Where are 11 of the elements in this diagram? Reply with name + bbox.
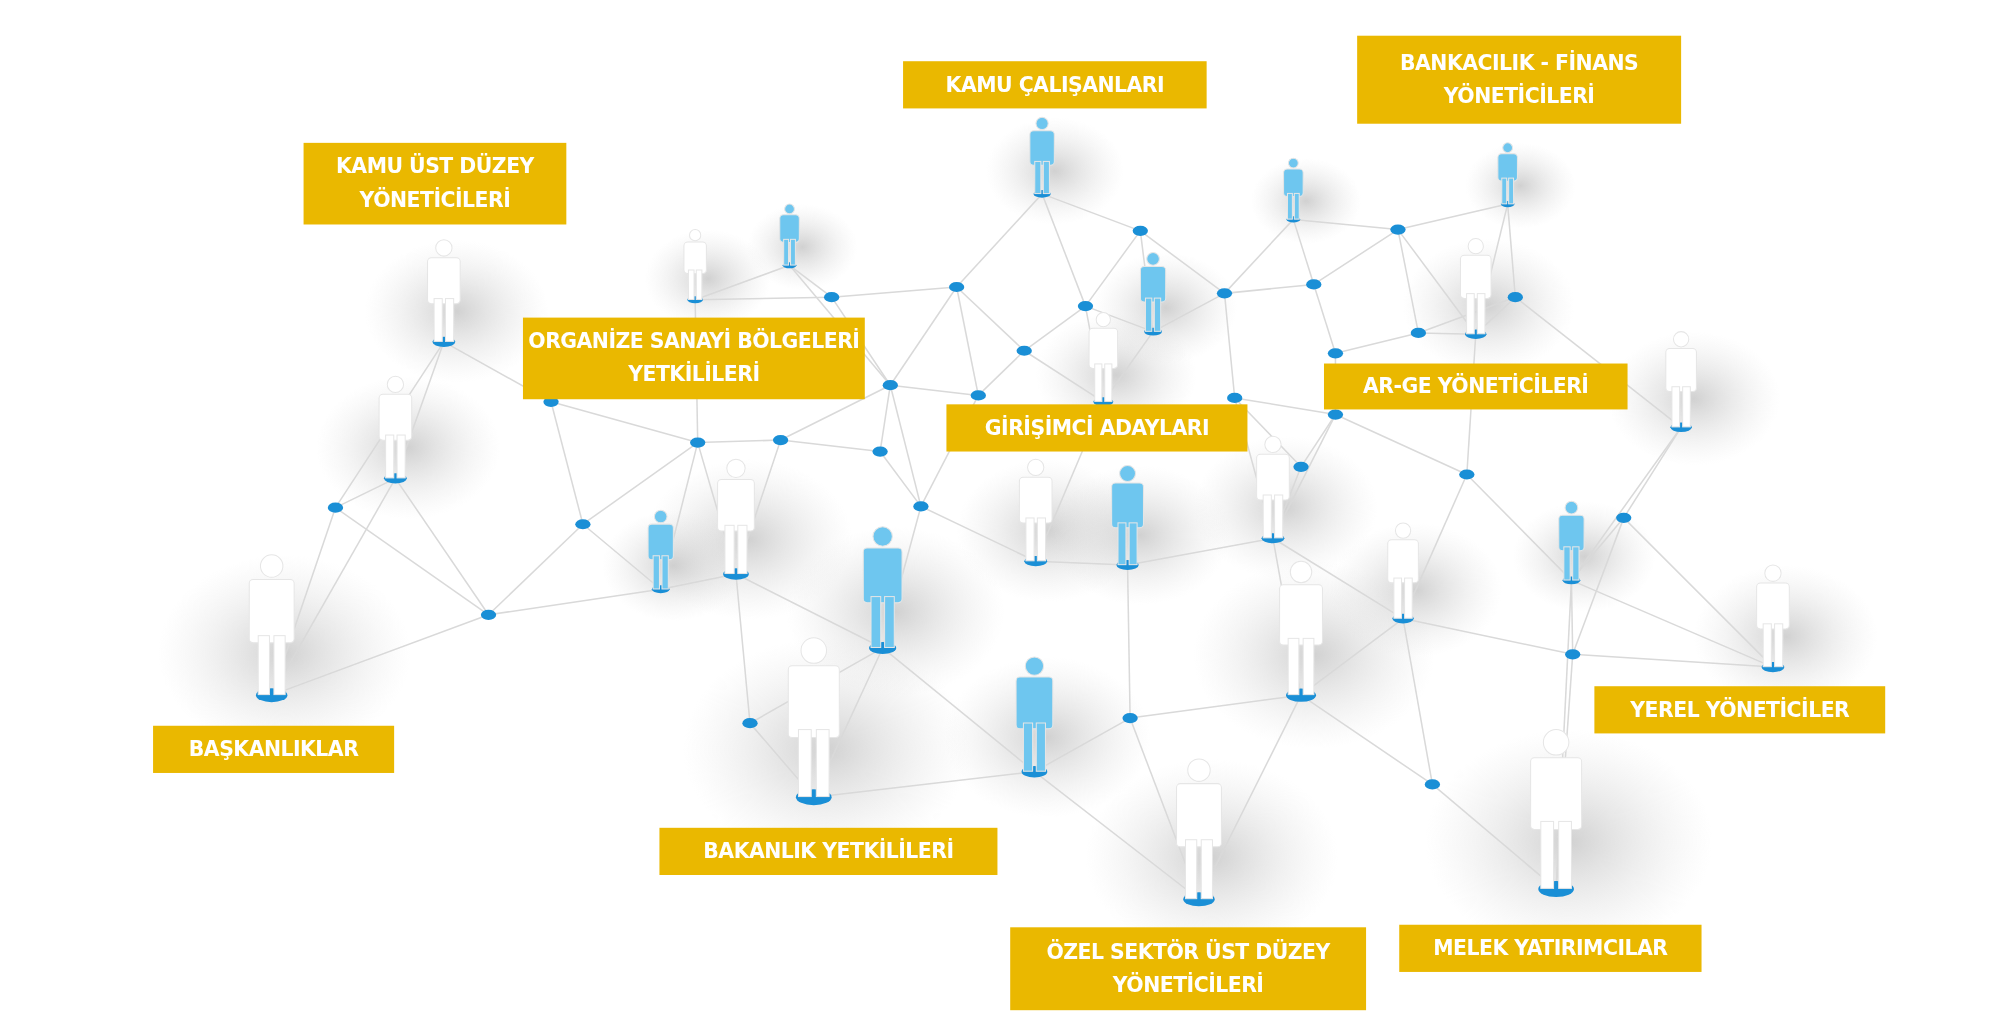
group-label: AR-GE YÖNETİCİLERİ [1324,363,1628,410]
group-label: KAMU ÇALIŞANLARI [903,61,1207,109]
group-label: MELEK YATIRIMCILAR [1399,924,1702,972]
group-label: ORGANİZE SANAYİ BÖLGELERİ YETKİLİLERİ [522,317,865,400]
group-label: BAŞKANLIKLAR [153,725,395,773]
group-label: YEREL YÖNETİCİLER [1594,686,1886,734]
group-label: BANKACILIK - FİNANS YÖNETİCİLERİ [1357,35,1682,124]
group-label: BAKANLIK YETKİLİLERİ [659,827,998,875]
group-label: GİRİŞİMCİ ADAYLARI [946,404,1248,452]
group-label: ÖZEL SEKTÖR ÜST DÜZEY YÖNETİCİLERİ [1010,927,1367,1011]
group-label: KAMU ÜST DÜZEY YÖNETİCİLERİ [303,142,567,225]
